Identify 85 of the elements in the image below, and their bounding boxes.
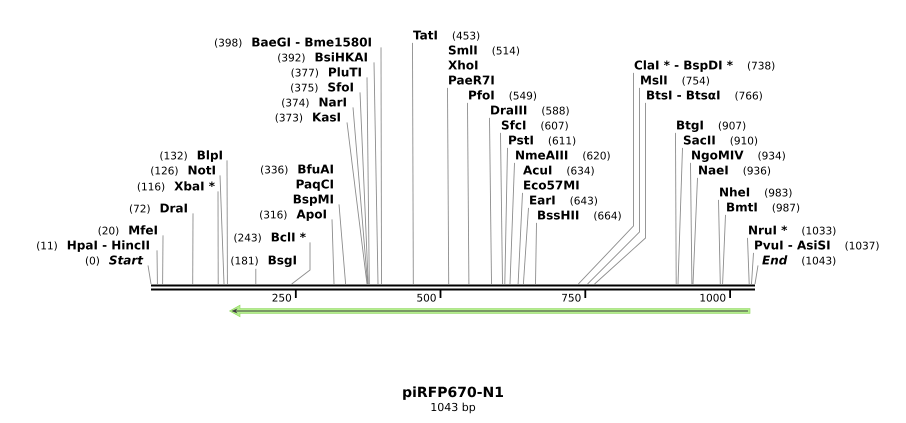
site-label: DraIII (588) [491,106,569,116]
leader-line [374,62,378,284]
site-label: BmtI (987) [727,202,800,213]
leader-line [192,212,194,284]
map-title: piRFP670-N1 [403,386,504,400]
leader-line [578,72,634,284]
leader-line [156,250,158,284]
site-label: (116) XbaI * [138,181,215,192]
leader-line [366,76,370,284]
leader-line [500,132,503,284]
leader-line [690,162,692,284]
site-label: (336) BfuAI PaqCI BspMI [261,164,333,206]
leader-line [722,214,726,284]
site-label: (316) ApoI [260,210,326,221]
leader-line [587,87,640,284]
leader-line [678,147,683,284]
leader-line [148,264,152,284]
site-label: (11) HpaI - HincII [37,240,149,252]
leader-line [747,237,750,284]
leader-line [692,177,698,284]
leader-line [504,147,508,284]
sequence-bar [150,284,756,290]
site-label: (132) BlpI [160,150,222,162]
scale-label: 500 [417,294,436,302]
site-label: (374) NarI [282,98,346,108]
site-label: PvuI - AsiSI (1037) [755,240,879,251]
scale-label: 1000 [700,294,726,302]
site-label: ClaI * - BspDI * (738) [634,60,774,72]
leader-line [675,132,677,284]
site-label: BssHII (664) [538,210,621,221]
sequence-length: 1043 bp [431,402,476,414]
leader-line [255,268,256,284]
leader-line [220,174,224,284]
site-label: (20) MfeI [98,225,157,236]
leader-line [522,207,529,284]
site-label: PstI (611) [509,136,576,146]
leader-line [754,264,758,284]
site-label: AcuI (634) Eco57MI [523,166,594,190]
site-label: NgoMIV (934) [692,150,785,162]
site-label: NaeI (936) [699,166,770,176]
site-label: PfoI (549) [469,90,536,101]
site-label: EarI (643) [530,196,597,206]
leader-line [162,234,164,284]
leader-line [380,46,382,284]
leader-line [332,218,334,284]
site-label: MslI (754) [641,75,709,86]
leader-line [360,92,369,284]
site-label: (243) BclI * [234,232,306,243]
site-label: (392) BsiHKAI [278,52,367,63]
leader-line [467,102,470,284]
site-label: (72) DraI [130,204,187,214]
leader-line [718,199,721,284]
leader-line [291,242,310,284]
leader-line [218,190,219,284]
site-label: NruI * (1033) [749,225,836,236]
leader-line [489,117,492,284]
site-label: (373) KasI [276,112,340,123]
site-label: BtsI - BtsαI (766) [647,90,762,101]
leader-line [226,160,228,284]
leader-line [510,162,515,284]
site-label: NmeAIII (620) [516,150,610,161]
leader-line [338,204,346,284]
leader-line [535,222,537,284]
site-label: SacII (910) [684,136,758,146]
leader-line [518,192,523,284]
site-label: SmlI (514) XhoI PaeR7I [448,45,520,85]
site-label: (126) NotI [151,166,215,176]
site-label: (0) Start [86,255,144,266]
site-label: (375) SfoI [291,82,353,93]
site-label: (377) PluTI [292,67,361,78]
leader-line [447,87,450,284]
site-label: SfcI (607) [502,120,568,131]
leader-line [352,106,368,284]
scale-label: 750 [562,294,581,302]
site-label: (398) BaeGI - Bme1580I [214,38,371,48]
site-label: BtgI (907) [677,120,746,132]
leader-line [412,42,414,284]
site-label: TatI (453) [413,30,480,41]
site-label: (181) BsgI [231,256,296,267]
site-label: NheI (983) [720,187,792,198]
leader-line [346,122,368,284]
scale-label: 250 [272,294,292,302]
leader-line [594,102,646,284]
leader-line [751,252,754,284]
site-label: End (1043) [762,255,836,266]
